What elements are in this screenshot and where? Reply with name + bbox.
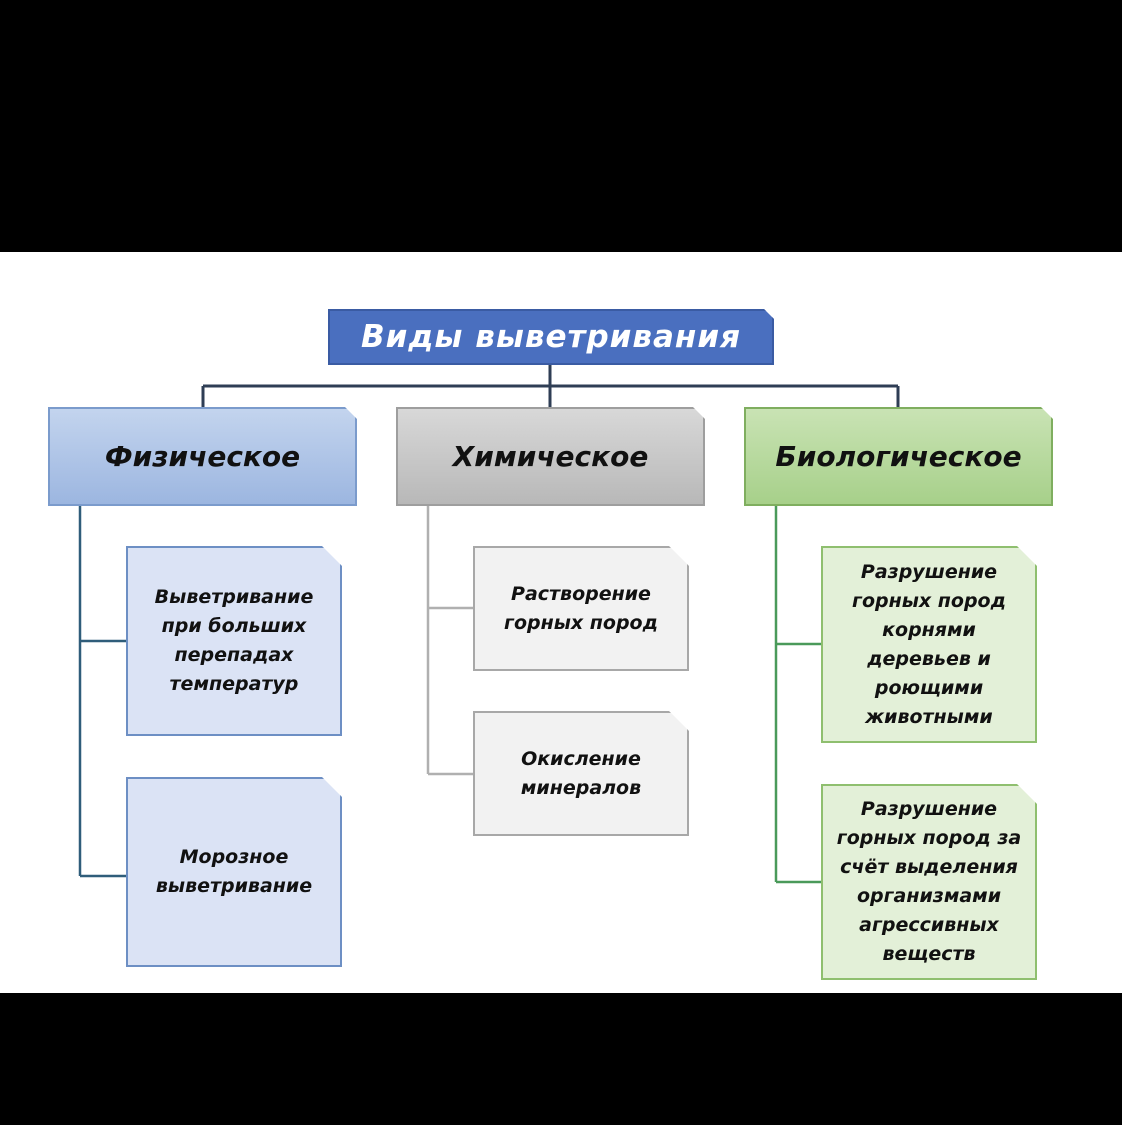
diagram-canvas: Виды выветривания Физическое Химическое … (0, 252, 1122, 993)
category-physical-label: Физическое (104, 440, 301, 473)
category-biological-label: Биологическое (775, 440, 1022, 473)
chemical-item-1-text: Растворение горных пород (504, 582, 658, 634)
diagram-title-box: Виды выветривания (328, 309, 774, 365)
connector-lines (78, 365, 900, 884)
category-chemical-label: Химическое (452, 440, 649, 473)
biological-item-2: Разрушение горных пород за счёт выделени… (821, 784, 1037, 980)
category-biological: Биологическое (744, 407, 1053, 506)
physical-item-2: Морозное выветривание (126, 777, 342, 967)
chemical-item-1: Растворение горных пород (473, 546, 689, 671)
chemical-item-2-text: Окисление минералов (520, 747, 642, 799)
biological-item-2-text: Разрушение горных пород за счёт выделени… (836, 798, 1022, 965)
physical-item-2-text: Морозное выветривание (155, 846, 313, 897)
physical-item-1: Выветривание при больших перепадах темпе… (126, 546, 342, 736)
chemical-item-2: Окисление минералов (473, 711, 689, 836)
physical-item-1-text: Выветривание при больших перепадах темпе… (154, 586, 314, 695)
biological-item-1-text: Разрушение горных пород корнями деревьев… (852, 560, 1006, 728)
category-physical: Физическое (48, 407, 357, 506)
category-chemical: Химическое (396, 407, 705, 506)
diagram-title: Виды выветривания (361, 319, 741, 355)
biological-item-1: Разрушение горных пород корнями деревьев… (821, 546, 1037, 743)
